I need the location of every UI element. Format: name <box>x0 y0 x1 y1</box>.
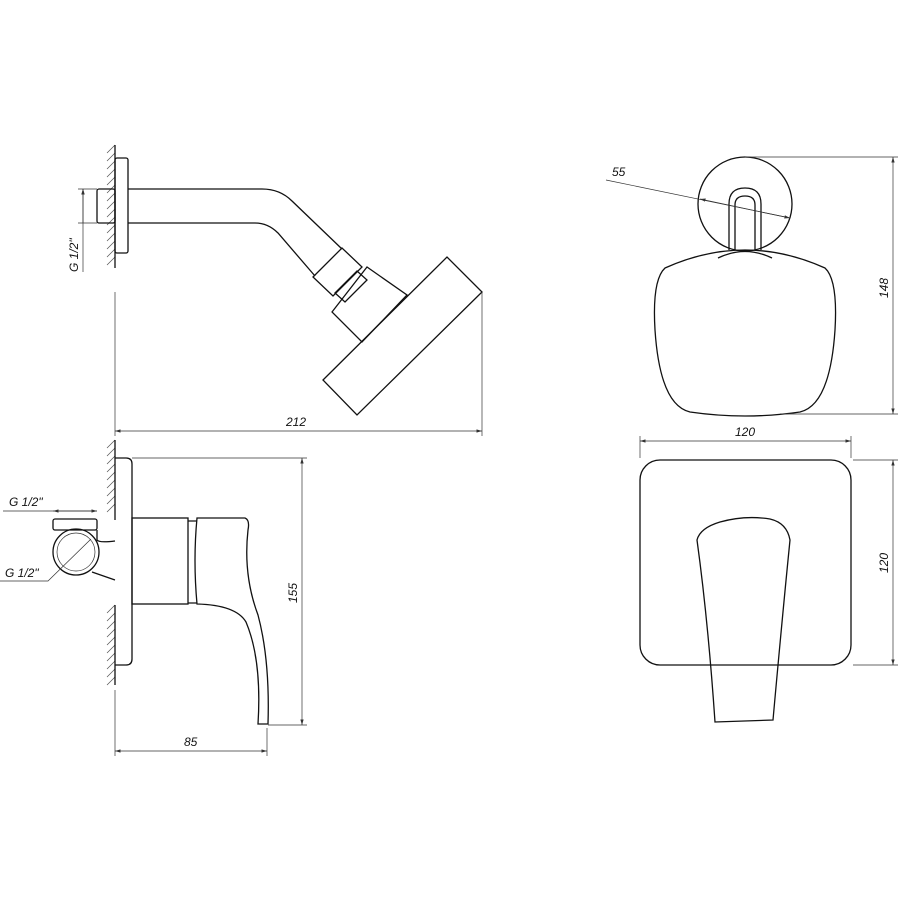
hatch-line <box>106 439 116 449</box>
arm-neck <box>334 270 368 303</box>
cover-plate <box>639 459 852 666</box>
hatch-line <box>106 604 116 614</box>
wall-hatch <box>106 144 116 266</box>
hatch-line <box>106 676 116 686</box>
hatch-line <box>106 200 116 210</box>
hatch-line <box>106 660 116 670</box>
hatch-line <box>106 463 116 473</box>
hatch-line <box>106 232 116 242</box>
width-dimension-label: 120 <box>735 425 755 439</box>
arm-outline <box>728 187 762 250</box>
hatch-line <box>106 216 116 226</box>
mixer-body <box>131 517 189 605</box>
hatch-line <box>106 628 116 638</box>
arm-inner <box>734 195 756 250</box>
wall-hatch <box>106 439 116 686</box>
hatch-line <box>106 620 116 630</box>
thread-label: G 1/2" <box>67 238 81 272</box>
length-dimension-label: 212 <box>285 415 306 429</box>
hatch-line <box>106 192 116 202</box>
hatch-line <box>106 668 116 678</box>
hatch-line <box>106 224 116 234</box>
hatch-line <box>106 644 116 654</box>
hatch-line <box>106 652 116 662</box>
wall-flange <box>114 157 129 254</box>
mixer-side-view: G 1/2" G 1/2" 155 85 <box>0 439 307 756</box>
cover-plate <box>115 457 133 666</box>
hatch-line <box>106 612 116 622</box>
flange-dimension-label: 55 <box>612 165 626 179</box>
hatch-line <box>106 471 116 481</box>
mixer-lever <box>194 517 269 725</box>
shower-head-outline <box>653 249 837 417</box>
mixer-front-view: 120 120 <box>639 425 898 723</box>
hatch-line <box>106 479 116 489</box>
inlet-thread-label: G 1/2" <box>5 566 39 580</box>
neck <box>717 250 773 259</box>
shower-head-front-view: 55 148 <box>605 156 898 417</box>
head-body <box>331 266 408 343</box>
hatch-line <box>106 447 116 457</box>
height-dimension-label: 148 <box>877 278 891 298</box>
hatch-line <box>106 455 116 465</box>
height-dimension-label: 155 <box>286 583 300 603</box>
hatch-line <box>106 152 116 162</box>
hatch-line <box>106 248 116 258</box>
hatch-line <box>106 176 116 186</box>
hatch-line <box>106 160 116 170</box>
inlet-fitting <box>52 528 100 576</box>
height-dimension-label: 120 <box>877 553 891 573</box>
thread-nipple <box>96 188 116 224</box>
depth-dimension-label: 85 <box>184 735 198 749</box>
hatch-line <box>106 240 116 250</box>
hatch-line <box>106 208 116 218</box>
hatch-line <box>106 636 116 646</box>
wall-flange-circle <box>697 156 793 252</box>
arm-bottom-edge <box>128 222 316 277</box>
arm-top-edge <box>128 188 343 250</box>
hatch-line <box>106 503 116 513</box>
outlet-thread-label: G 1/2" <box>9 495 43 509</box>
hatch-line <box>106 256 116 266</box>
hatch-line <box>106 144 116 154</box>
hatch-line <box>106 487 116 497</box>
mixer-lever <box>696 516 791 723</box>
arm-collar <box>312 247 363 297</box>
hatch-line <box>106 495 116 505</box>
outlet-fitting <box>52 518 98 531</box>
hatch-line <box>106 168 116 178</box>
shower-arm-side-view: G 1/2" 212 <box>67 144 483 436</box>
inlet-dimension-leader <box>0 538 92 582</box>
